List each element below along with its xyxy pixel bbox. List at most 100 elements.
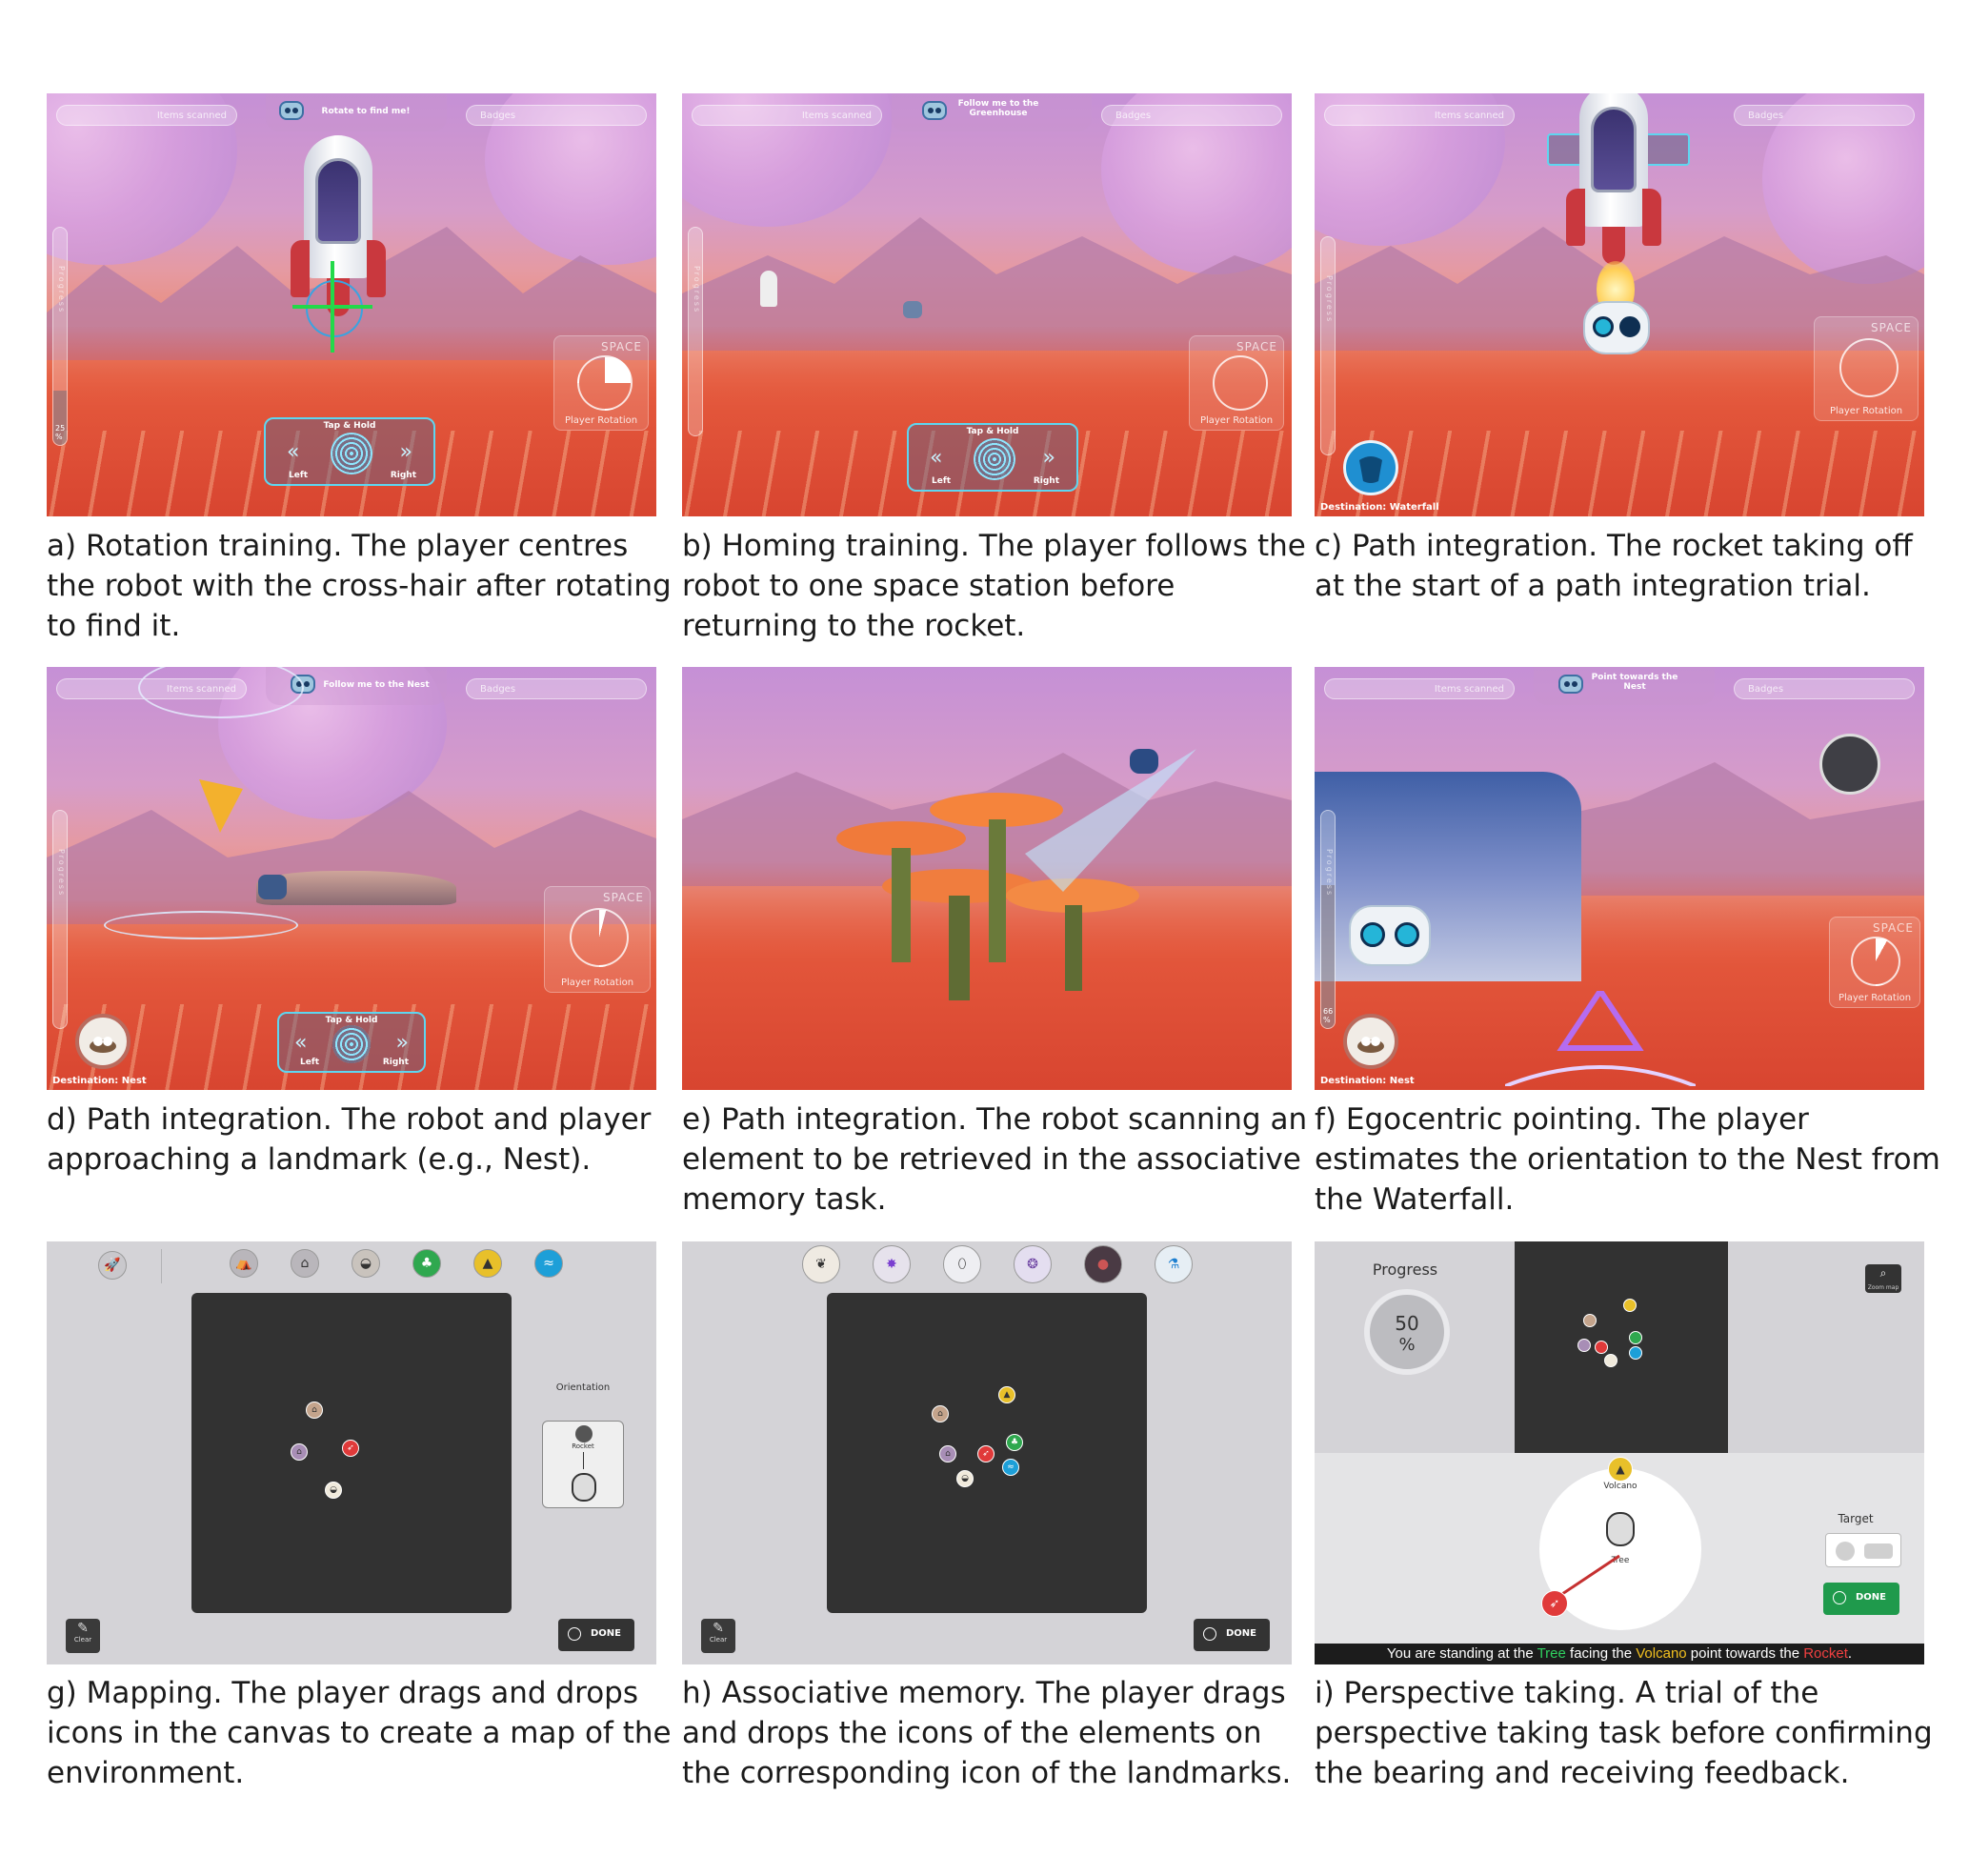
robot: [1349, 905, 1431, 966]
space-logo: SPACE: [1870, 321, 1912, 334]
chevron-right-icon[interactable]: »: [1042, 446, 1055, 470]
volcano-icon[interactable]: ▲: [473, 1249, 502, 1278]
clear-button[interactable]: ✎ Clear: [66, 1619, 100, 1653]
progress-bar: Progress: [52, 810, 68, 1029]
panel-c-path-integration: Items scanned Badges Progress SPACE Play…: [1315, 93, 1924, 516]
progress-label: Progress: [1325, 849, 1334, 898]
progress-fill: [53, 391, 67, 445]
player-avatar: [572, 1473, 596, 1502]
scan-beam: [1025, 749, 1196, 892]
station-icon[interactable]: ⛺: [230, 1249, 258, 1278]
tree-icon[interactable]: ♣: [412, 1249, 441, 1278]
tap-and-hold-control[interactable]: Tap & Hold « » Left Right: [264, 417, 435, 486]
tap-title: Tap & Hold: [323, 421, 376, 431]
rotation-panel: SPACE Player Rotation: [1829, 917, 1920, 1008]
nest-target-icon: [1819, 734, 1880, 795]
nest-icon[interactable]: ◒: [352, 1249, 380, 1278]
chevron-right-icon[interactable]: »: [395, 1031, 409, 1055]
map-marker-waterfall[interactable]: ≈: [1002, 1459, 1019, 1476]
distant-rocket: [760, 271, 777, 307]
progress-value: 66 %: [1323, 1007, 1334, 1024]
done-button[interactable]: DONE: [1194, 1619, 1270, 1651]
map-marker-greenhouse[interactable]: ⌂: [939, 1445, 956, 1462]
caption-f: f) Egocentric pointing. The player estim…: [1315, 1102, 1940, 1217]
destination-label: Destination: Nest: [52, 1076, 147, 1086]
right-label: Right: [1033, 476, 1059, 486]
chevron-left-icon[interactable]: «: [287, 440, 300, 464]
map-marker-tree[interactable]: ♣: [1006, 1434, 1023, 1451]
rotation-dial: [577, 355, 633, 411]
caption-e: e) Path integration. The robot scanning …: [682, 1102, 1308, 1217]
robot: [1583, 301, 1650, 354]
panel-d-path-integration: Items scanned Badges Follow me to the Ne…: [47, 667, 656, 1090]
badges-pill: Badges: [466, 678, 647, 699]
play-icon: [1833, 1591, 1846, 1604]
rocket-icon[interactable]: 🚀: [98, 1251, 127, 1280]
volcano-marker-icon: ▲: [1608, 1457, 1633, 1482]
map-canvas[interactable]: ▲ ⌂ ♣ ⌂ ➶ ≈ ◒: [827, 1293, 1147, 1613]
map-marker-station[interactable]: ⌂: [932, 1405, 949, 1422]
right-label: Right: [382, 1058, 409, 1067]
hud-instruction: Rotate to find me!: [321, 107, 411, 116]
chevron-right-icon[interactable]: »: [399, 440, 412, 464]
done-label: DONE: [1855, 1592, 1886, 1603]
map-marker-station[interactable]: ⌂: [306, 1402, 323, 1419]
tap-and-hold-control[interactable]: Tap & Hold « » Left Right: [907, 423, 1078, 492]
map-marker-greenhouse[interactable]: ⌂: [291, 1443, 308, 1461]
nest-icon: [75, 1014, 131, 1069]
badges-pill: Badges: [1734, 678, 1915, 699]
done-label: DONE: [1225, 1628, 1256, 1639]
robot-icon: [922, 101, 947, 120]
rotation-panel: SPACE Player Rotation: [553, 335, 649, 431]
instruction-rocket: Rocket: [1803, 1645, 1848, 1662]
fingerprint-icon[interactable]: [974, 438, 1015, 480]
left-label: Left: [289, 471, 309, 480]
map-marker-rocket[interactable]: ➶: [977, 1445, 995, 1462]
done-button[interactable]: DONE: [1823, 1583, 1899, 1615]
fingerprint-icon[interactable]: [332, 1025, 371, 1063]
crystal-icon[interactable]: ✸: [873, 1245, 911, 1283]
chevron-left-icon[interactable]: «: [930, 446, 943, 470]
tap-and-hold-control[interactable]: Tap & Hold « » Left Right: [277, 1012, 426, 1073]
progress-value: 25 %: [55, 424, 66, 441]
egg-icon[interactable]: ⬯: [943, 1245, 981, 1283]
badges-pill: Badges: [466, 105, 647, 126]
fruit-icon[interactable]: ❂: [1014, 1245, 1052, 1283]
feather-icon[interactable]: ❦: [802, 1245, 840, 1283]
panel-f-egocentric-pointing: Items scanned Badges Point towards the N…: [1315, 667, 1924, 1090]
map-marker-rocket[interactable]: ➶: [342, 1440, 359, 1457]
map-marker-nest[interactable]: ◒: [325, 1482, 342, 1499]
badges-pill: Badges: [1734, 105, 1915, 126]
chevron-left-icon[interactable]: «: [294, 1031, 308, 1055]
space-logo: SPACE: [602, 891, 644, 904]
waterfall-icon[interactable]: ≈: [534, 1249, 563, 1278]
progress-bar: Progress: [1320, 236, 1336, 455]
caption-d: d) Path integration. The robot and playe…: [47, 1102, 652, 1177]
map-canvas[interactable]: ⌂ ⌂ ➶ ◒: [191, 1293, 512, 1613]
space-logo: SPACE: [1236, 340, 1277, 353]
progress-title: Progress: [1372, 1261, 1438, 1279]
items-scanned-pill: Items scanned: [1324, 678, 1515, 699]
map-marker-nest[interactable]: ◒: [956, 1470, 974, 1487]
orientation-box: Rocket: [542, 1421, 624, 1508]
greenhouse-icon[interactable]: ⌂: [291, 1249, 319, 1278]
crystal-plant: [1505, 991, 1696, 1086]
rotation-label: Player Rotation: [1838, 993, 1912, 1003]
zoom-map-button[interactable]: ⌕ Zoom map: [1865, 1264, 1901, 1293]
rotation-panel: SPACE Player Rotation: [1814, 316, 1919, 421]
rocket-marker-icon[interactable]: ➶: [1541, 1590, 1568, 1617]
right-label: Right: [390, 471, 416, 480]
fingerprint-icon[interactable]: [331, 433, 372, 474]
rotation-dial: [570, 908, 629, 967]
nest-icon: [1343, 1014, 1398, 1069]
destination-label: Destination: Waterfall: [1320, 502, 1439, 513]
map-marker-volcano[interactable]: ▲: [998, 1386, 1015, 1403]
bearing-arrow[interactable]: [1543, 1552, 1629, 1609]
arrow-indicator-icon: [199, 779, 243, 833]
clear-button[interactable]: ✎ Clear: [701, 1619, 735, 1653]
done-button[interactable]: DONE: [558, 1619, 634, 1651]
rock-icon[interactable]: ●: [1084, 1245, 1122, 1283]
potion-icon[interactable]: ⚗: [1155, 1245, 1193, 1283]
left-label: Left: [300, 1058, 320, 1067]
target-ring: [104, 911, 298, 939]
